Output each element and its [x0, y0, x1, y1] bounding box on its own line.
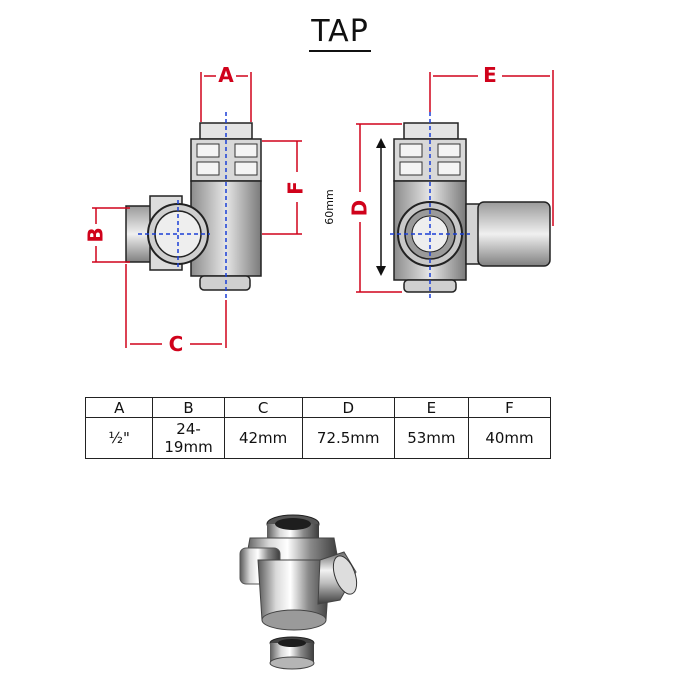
dimension-d: D	[348, 123, 402, 293]
dimension-a: A	[200, 63, 252, 122]
dimension-e: E	[429, 63, 554, 226]
diagram-title: TAP	[0, 14, 680, 52]
technical-drawing: A B C F 60mm	[84, 63, 554, 356]
dimension-f: F	[262, 140, 308, 235]
value-cell: 53mm	[393, 417, 470, 459]
dimension-b: B	[84, 207, 130, 263]
value-cell: ½"	[84, 417, 154, 459]
label-d: D	[348, 200, 372, 217]
value-cell: 72.5mm	[301, 417, 395, 459]
value-cell: 42mm	[223, 417, 303, 459]
value-cell: 40mm	[468, 417, 551, 459]
label-b: B	[84, 227, 108, 242]
title-text: TAP	[309, 14, 371, 52]
label-f: F	[284, 181, 308, 195]
value-cell: 24-19mm	[152, 417, 225, 459]
label-a: A	[218, 63, 234, 87]
height-note: 60mm	[323, 189, 336, 224]
dimension-table: A B C D E F ½" 24-19mm 42mm 72.5mm 53mm …	[84, 397, 551, 459]
label-c: C	[169, 332, 184, 356]
label-e: E	[483, 63, 497, 87]
side-cap-right	[477, 201, 551, 267]
right-view	[390, 112, 551, 300]
table-row: ½" 24-19mm 42mm 72.5mm 53mm 40mm	[84, 417, 551, 459]
left-view	[125, 112, 262, 300]
bottom-tail-left	[199, 275, 251, 291]
dimension-c: C	[125, 264, 227, 356]
